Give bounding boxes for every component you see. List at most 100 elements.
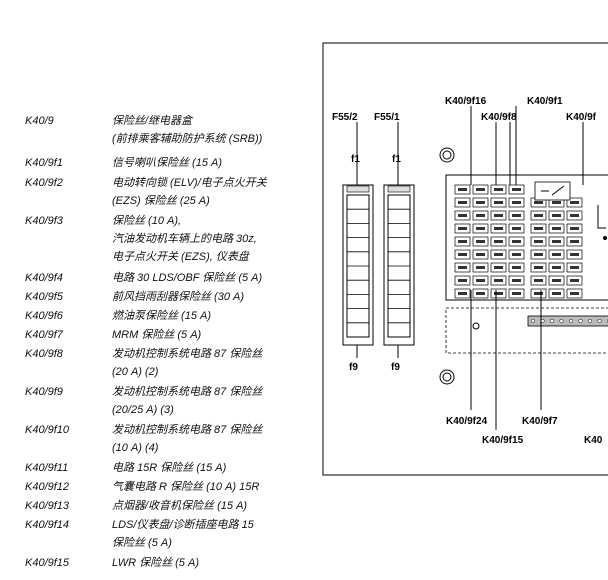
relay-symbol [534, 181, 571, 201]
legend-desc: LWR 保险丝 (5 A) [112, 557, 199, 569]
legend-desc: 电路 30 LDS/OBF 保险丝 (5 A) [112, 272, 263, 284]
fuse-cell-contact [534, 279, 543, 282]
legend-code: K40/9f13 [25, 500, 70, 512]
relay-contact [541, 185, 565, 196]
fuse-cell-contact [552, 253, 561, 256]
legend-desc: 保险丝 (10 A), 汽油发动机车辆上的电路 30z, 电子点火开关 (EZS… [112, 215, 257, 263]
fuse-cell-contact [476, 292, 485, 295]
fuse-cell-contact [534, 240, 543, 243]
legend-code: K40/9f9 [25, 386, 63, 398]
fuse-cell-contact [458, 188, 467, 191]
mounting-hole-bottom [439, 369, 455, 385]
fuse-cell-contact [534, 266, 543, 269]
legend-desc: 点烟器/收音机保险丝 (15 A) [112, 500, 248, 512]
fuse-cell-contact [476, 227, 485, 230]
fuse-cell-contact [494, 188, 503, 191]
fuse-cell-contact [570, 279, 579, 282]
fuse-cell-contact [494, 279, 503, 282]
legend-desc: MRM 保险丝 (5 A) [112, 329, 202, 341]
label-f55-1: F55/1 [374, 112, 400, 123]
fuse-cell-contact [494, 292, 503, 295]
fuse-cell-contact [570, 266, 579, 269]
connector-pin [587, 318, 593, 324]
fuse-cell-contact [552, 227, 561, 230]
fuse-cell-contact [534, 253, 543, 256]
fuse-cell-contact [552, 240, 561, 243]
fuse-cell-contact [570, 292, 579, 295]
fuse-cell-contact [534, 292, 543, 295]
fuse-cell-contact [494, 227, 503, 230]
label-f1-b: f1 [392, 154, 401, 165]
legend-code: K40/9f10 [25, 424, 70, 436]
legend-code: K40/9f12 [25, 481, 70, 493]
connector-pin [530, 318, 536, 324]
fuse-cell-contact [570, 214, 579, 217]
legend-code: K40/9f4 [25, 272, 63, 284]
legend-code: K40/9f2 [25, 177, 63, 189]
legend-desc: 前风挡雨刮器保险丝 (30 A) [112, 291, 245, 303]
legend-code: K40/9f1 [25, 157, 63, 169]
fuse-cell-contact [476, 188, 485, 191]
legend-desc: 信号喇叭保险丝 (15 A) [112, 157, 223, 169]
fuse-cell-contact [512, 214, 521, 217]
main-fuse-block [445, 174, 608, 301]
legend-code: K40/9f14 [25, 519, 70, 531]
legend-code: K40/9 [25, 115, 54, 127]
fuse-cell-contact [494, 266, 503, 269]
fuse-cell-contact [476, 279, 485, 282]
legend-code: K40/9f15 [25, 557, 70, 569]
legend-desc: 电动转向锁 (ELV)/电子点火开关 (EZS) 保险丝 (25 A) [112, 177, 267, 207]
fuse-cell-contact [512, 253, 521, 256]
fuse-cell-contact [458, 240, 467, 243]
label-k40-9f16: K40/9f16 [445, 96, 487, 107]
fuse-cell-contact [458, 253, 467, 256]
label-k40-9f7: K40/9f7 [522, 416, 558, 427]
fuse-cell-contact [476, 240, 485, 243]
fuse-cell-contact [512, 227, 521, 230]
strip-top-contacts [346, 185, 370, 193]
fuse-cell-contact [570, 253, 579, 256]
fuse-cell-contact [458, 292, 467, 295]
fuse-cell-contact [494, 253, 503, 256]
mounting-hole-top [439, 147, 455, 163]
fuse-cell-contact [458, 266, 467, 269]
legend-code: K40/9f7 [25, 329, 63, 341]
bracket-line [597, 205, 606, 229]
fuse-cell-contact [534, 227, 543, 230]
fuse-cell-contact [552, 214, 561, 217]
legend-code: K40/9f3 [25, 215, 63, 227]
fuse-cell-contact [494, 214, 503, 217]
label-k40-9f24: K40/9f24 [446, 416, 488, 427]
legend-code: K40/9f6 [25, 310, 63, 322]
fuse-cell-contact [512, 240, 521, 243]
fuse-cell-contact [534, 214, 543, 217]
label-k40-9f8: K40/9f8 [481, 112, 517, 123]
lower-block-outline [445, 307, 608, 354]
legend-desc: 电路 15R 保险丝 (15 A) [112, 462, 227, 474]
connector-strip [527, 315, 608, 327]
fuse-cell-contact [570, 240, 579, 243]
connector-pin [549, 318, 555, 324]
leader-lines [356, 106, 584, 430]
diagram-frame [322, 42, 608, 476]
fuse-cell-contact [552, 292, 561, 295]
strip-top-contacts [387, 185, 411, 193]
fuse-cell-contact [476, 201, 485, 204]
legend-desc: 发动机控制系统电路 87 保险丝 (20 A) (2) [112, 348, 263, 378]
fuse-cell-contact [494, 201, 503, 204]
label-f9-a: f9 [349, 362, 358, 373]
label-f1-a: f1 [351, 154, 360, 165]
fuse-cell-contact [512, 266, 521, 269]
fuse-cell-contact [552, 266, 561, 269]
legend-code: K40/9f11 [25, 462, 69, 474]
fuse-cell-contact [458, 279, 467, 282]
legend-desc: 发动机控制系统电路 87 保险丝 (10 A) (4) [112, 424, 263, 454]
legend-desc: LDS/仪表盘/诊断插座电路 15 保险丝 (5 A) [112, 519, 254, 549]
connector-pin [597, 318, 602, 324]
fuse-cell-contact [458, 227, 467, 230]
fuse-cell-contact [512, 188, 521, 191]
legend-desc: 气囊电路 R 保险丝 (10 A) 15R [112, 481, 260, 493]
fuse-cell-contact [494, 240, 503, 243]
fuse-cell-contact [512, 279, 521, 282]
connector-pin [578, 318, 583, 324]
